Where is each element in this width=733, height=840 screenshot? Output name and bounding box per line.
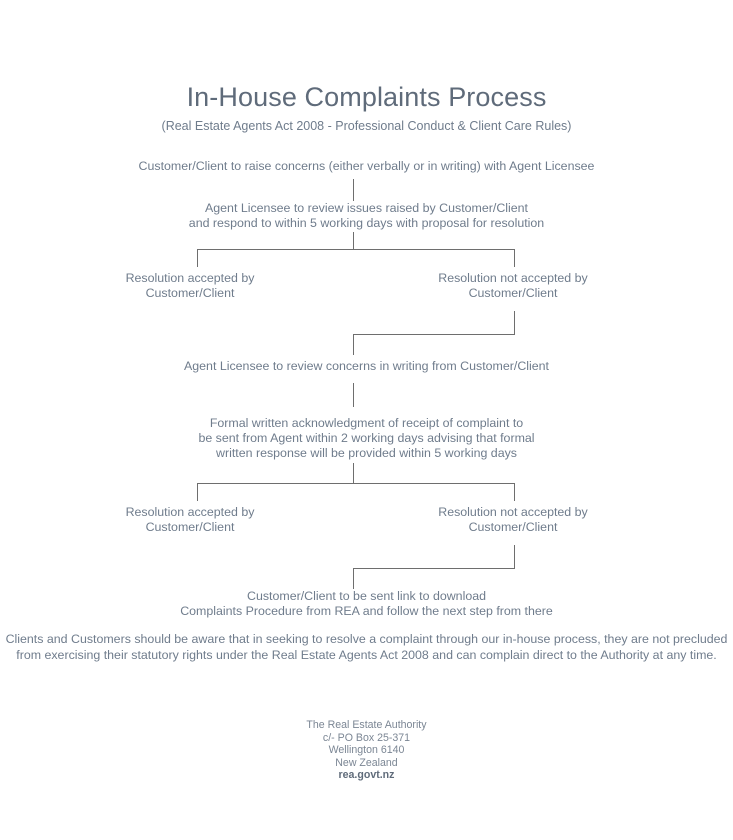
connector-fork2-left-drop	[197, 483, 198, 501]
step-text-line: Customer/Client to be sent link to downl…	[247, 589, 486, 603]
connector-return2-centre-drop	[353, 568, 354, 589]
branch-text-line: Customer/Client	[145, 520, 235, 535]
branch1-resolution-not-accepted: Resolution not accepted by Customer/Clie…	[413, 271, 613, 301]
connector-return2-bar	[353, 568, 515, 569]
branch-text-line: by Customer/Client	[468, 271, 588, 301]
footer-organisation: The Real Estate Authority	[306, 719, 427, 731]
flow-step-download-complaints-procedure: Customer/Client to be sent link to downl…	[0, 589, 733, 619]
footer-city: Wellington 6140	[328, 744, 405, 757]
step-text-line: Agent Licensee to review issues raised b…	[205, 201, 528, 215]
connector-return2-right-drop	[514, 545, 515, 569]
branch2-resolution-accepted: Resolution accepted by Customer/Client	[90, 505, 290, 535]
branch-text-line: by Customer/Client	[468, 505, 588, 535]
statutory-rights-note: Clients and Customers should be aware th…	[0, 632, 733, 664]
step-text-line: and respond to within 5 working days wit…	[188, 216, 545, 231]
connector-fork1-right-drop	[514, 249, 515, 267]
connector-fork2-stem	[353, 463, 354, 483]
connector-fork1-left-drop	[197, 249, 198, 267]
note-text-line: Clients and Customers should be aware th…	[5, 632, 433, 646]
branch-text-line: Resolution accepted by	[125, 505, 255, 519]
step-text-line: Formal written acknowledgment of receipt…	[209, 416, 524, 430]
footer-po-box: c/- PO Box 25-371	[322, 731, 411, 744]
step-text-line: written response will be provided within…	[216, 446, 517, 461]
note-text-line: their statutory rights under the Real Es…	[103, 647, 429, 662]
connector-step3-to-step4	[353, 383, 354, 407]
branch-text-line: Resolution not accepted	[438, 271, 572, 285]
flow-step-raise-concerns: Customer/Client to raise concerns (eithe…	[0, 159, 733, 174]
step-text-line: be sent from Agent within 2 working days…	[198, 431, 535, 446]
connector-return1-right-drop	[514, 311, 515, 335]
connector-fork1-stem	[353, 232, 354, 249]
footer-contact-block: The Real Estate Authority c/- PO Box 25-…	[0, 719, 733, 782]
step-text-line: Customer/Client to raise concerns (eithe…	[138, 159, 595, 173]
note-text-line: through our in-house process, they are n…	[16, 632, 728, 662]
footer-country: New Zealand	[335, 756, 398, 769]
connector-return1-bar	[353, 334, 515, 335]
page-title: In-House Complaints Process	[186, 82, 547, 112]
connector-fork2-right-drop	[514, 483, 515, 501]
branch-text-line: Customer/Client	[145, 286, 235, 301]
step-text-line: Agent Licensee to review concerns in wri…	[184, 359, 549, 373]
connector-fork2-bar	[197, 483, 515, 484]
note-text-line: and can complain direct to the Authority…	[432, 647, 717, 662]
branch-text-line: Resolution accepted by	[125, 271, 255, 285]
flow-step-review-written-concerns: Agent Licensee to review concerns in wri…	[0, 359, 733, 374]
flow-step-formal-acknowledgment: Formal written acknowledgment of receipt…	[0, 416, 733, 462]
connector-fork1-bar	[197, 249, 515, 250]
branch1-resolution-accepted: Resolution accepted by Customer/Client	[90, 271, 290, 301]
branch-text-line: Resolution not accepted	[438, 505, 572, 519]
connector-return1-centre-drop	[353, 334, 354, 355]
connector-step1-to-step2	[353, 179, 354, 201]
page-subtitle: (Real Estate Agents Act 2008 - Professio…	[161, 119, 572, 133]
flow-step-review-issues: Agent Licensee to review issues raised b…	[0, 201, 733, 231]
footer-website-link[interactable]: rea.govt.nz	[338, 769, 395, 782]
branch2-resolution-not-accepted: Resolution not accepted by Customer/Clie…	[413, 505, 613, 535]
step-text-line: Complaints Procedure from REA and follow…	[180, 604, 553, 619]
